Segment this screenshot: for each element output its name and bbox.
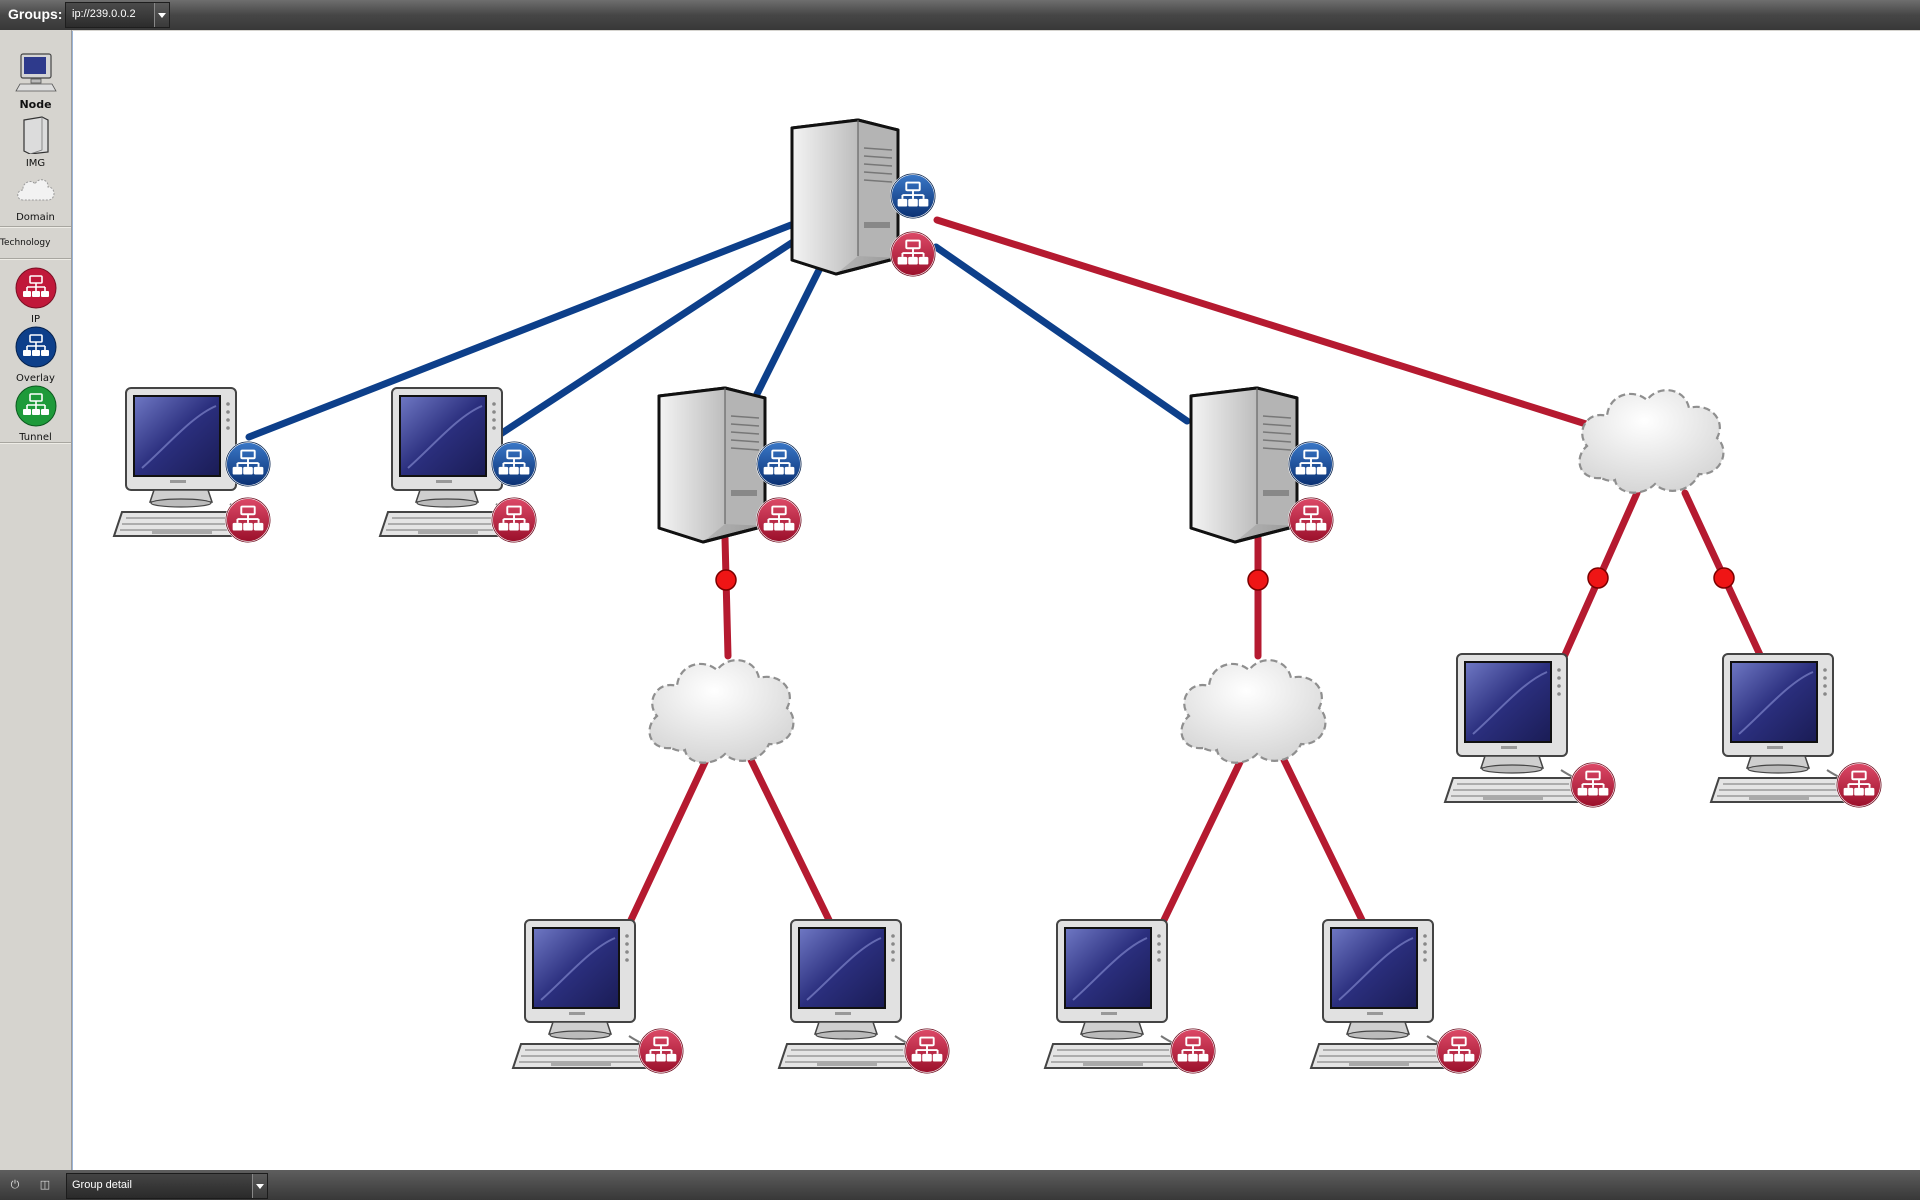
- domain-cloud[interactable]: [648, 659, 795, 764]
- ip-link[interactable]: [747, 756, 833, 924]
- ip-link[interactable]: [721, 534, 732, 660]
- topology-canvas[interactable]: [72, 31, 1920, 1170]
- workstation-node[interactable]: [778, 919, 916, 1069]
- cloud-icon: [16, 179, 54, 201]
- ip-badge-icon[interactable]: [637, 1027, 685, 1075]
- overlay-badge-icon[interactable]: [1287, 440, 1335, 488]
- junction-dot[interactable]: [1587, 567, 1609, 589]
- chevron-down-icon[interactable]: [252, 1174, 267, 1198]
- palette-node[interactable]: Node: [0, 50, 71, 111]
- overlay-badge-icon[interactable]: [224, 440, 272, 488]
- domain-cloud[interactable]: [1180, 659, 1327, 764]
- ip-badge-icon[interactable]: [889, 230, 937, 278]
- ip-badge-icon[interactable]: [1169, 1027, 1217, 1075]
- bottom-toolbar: ⏻ ◫ Group detail: [0, 1170, 1920, 1200]
- workstation-node[interactable]: [1044, 919, 1182, 1069]
- view-selector-value: Group detail: [72, 1179, 132, 1191]
- groups-label: Groups:: [8, 6, 63, 22]
- group-selector[interactable]: ip://239.0.0.2: [65, 2, 170, 28]
- workstation-node[interactable]: [1310, 919, 1448, 1069]
- overlay-link[interactable]: [245, 221, 795, 441]
- palette-overlay-label: Overlay: [16, 373, 55, 384]
- palette-tunnel[interactable]: Tunnel: [0, 384, 71, 443]
- ip-badge-icon[interactable]: [490, 496, 538, 544]
- overlay-network-icon: [15, 326, 56, 368]
- palette-domain-label: Domain: [16, 212, 55, 223]
- overlay-badge-icon[interactable]: [889, 172, 937, 220]
- view-selector[interactable]: Group detail: [66, 1173, 268, 1199]
- junction-dot[interactable]: [1713, 567, 1735, 589]
- workstation-node[interactable]: [1444, 653, 1582, 803]
- power-icon[interactable]: ⏻: [10, 1178, 20, 1191]
- ip-link[interactable]: [1160, 756, 1245, 924]
- palette-tunnel-label: Tunnel: [19, 432, 52, 443]
- palette-img[interactable]: IMG: [0, 114, 71, 169]
- overlay-badge-icon[interactable]: [490, 440, 538, 488]
- palette-img-label: IMG: [25, 158, 46, 169]
- ip-badge-icon[interactable]: [1435, 1027, 1483, 1075]
- ip-badge-icon[interactable]: [1287, 496, 1335, 544]
- ip-badge-icon[interactable]: [903, 1027, 951, 1075]
- palette-domain[interactable]: Domain: [0, 172, 71, 223]
- overlay-links: [245, 221, 1191, 441]
- overlay-link[interactable]: [932, 243, 1191, 425]
- overlay-badge-icon[interactable]: [755, 440, 803, 488]
- workstation-node[interactable]: [1710, 653, 1848, 803]
- topology-diagram: [113, 118, 1883, 1075]
- palette-divider: [0, 442, 71, 444]
- overlay-link[interactable]: [492, 236, 800, 441]
- server-icon: [22, 116, 49, 155]
- ip-link[interactable]: [1280, 756, 1366, 924]
- group-selector-value: ip://239.0.0.2: [72, 8, 136, 20]
- palette-overlay[interactable]: Overlay: [0, 325, 71, 384]
- palette-ip-label: IP: [31, 314, 40, 325]
- ip-link[interactable]: [627, 756, 710, 924]
- junction-dot[interactable]: [715, 569, 737, 591]
- link-junctions: [715, 567, 1735, 591]
- ip-link[interactable]: [933, 216, 1590, 428]
- server-node[interactable]: [657, 386, 767, 544]
- server-node[interactable]: [790, 118, 900, 276]
- overlay-link[interactable]: [749, 258, 827, 406]
- ip-network-icon: [15, 267, 56, 309]
- ip-badge-icon[interactable]: [224, 496, 272, 544]
- palette-ip[interactable]: IP: [0, 266, 71, 325]
- tunnel-network-icon: [15, 385, 56, 427]
- palette-node-label: Node: [19, 98, 52, 111]
- camera-icon[interactable]: ◫: [39, 1178, 51, 1191]
- palette-divider: [0, 258, 71, 260]
- workstation-node[interactable]: [512, 919, 650, 1069]
- monitor-icon: [14, 53, 57, 92]
- technology-section-label: Technology: [0, 238, 51, 248]
- ip-badge-icon[interactable]: [1569, 761, 1617, 809]
- chevron-down-icon[interactable]: [154, 3, 169, 27]
- ip-badge-icon[interactable]: [755, 496, 803, 544]
- server-node[interactable]: [1189, 386, 1299, 544]
- junction-dot[interactable]: [1247, 569, 1269, 591]
- palette-divider: [0, 226, 71, 228]
- ip-badge-icon[interactable]: [1835, 761, 1883, 809]
- top-toolbar: Groups: ip://239.0.0.2: [0, 0, 1920, 30]
- domain-cloud[interactable]: [1578, 389, 1725, 494]
- palette-sidebar: Node IMG Domain Technology IP Overl: [0, 30, 72, 1170]
